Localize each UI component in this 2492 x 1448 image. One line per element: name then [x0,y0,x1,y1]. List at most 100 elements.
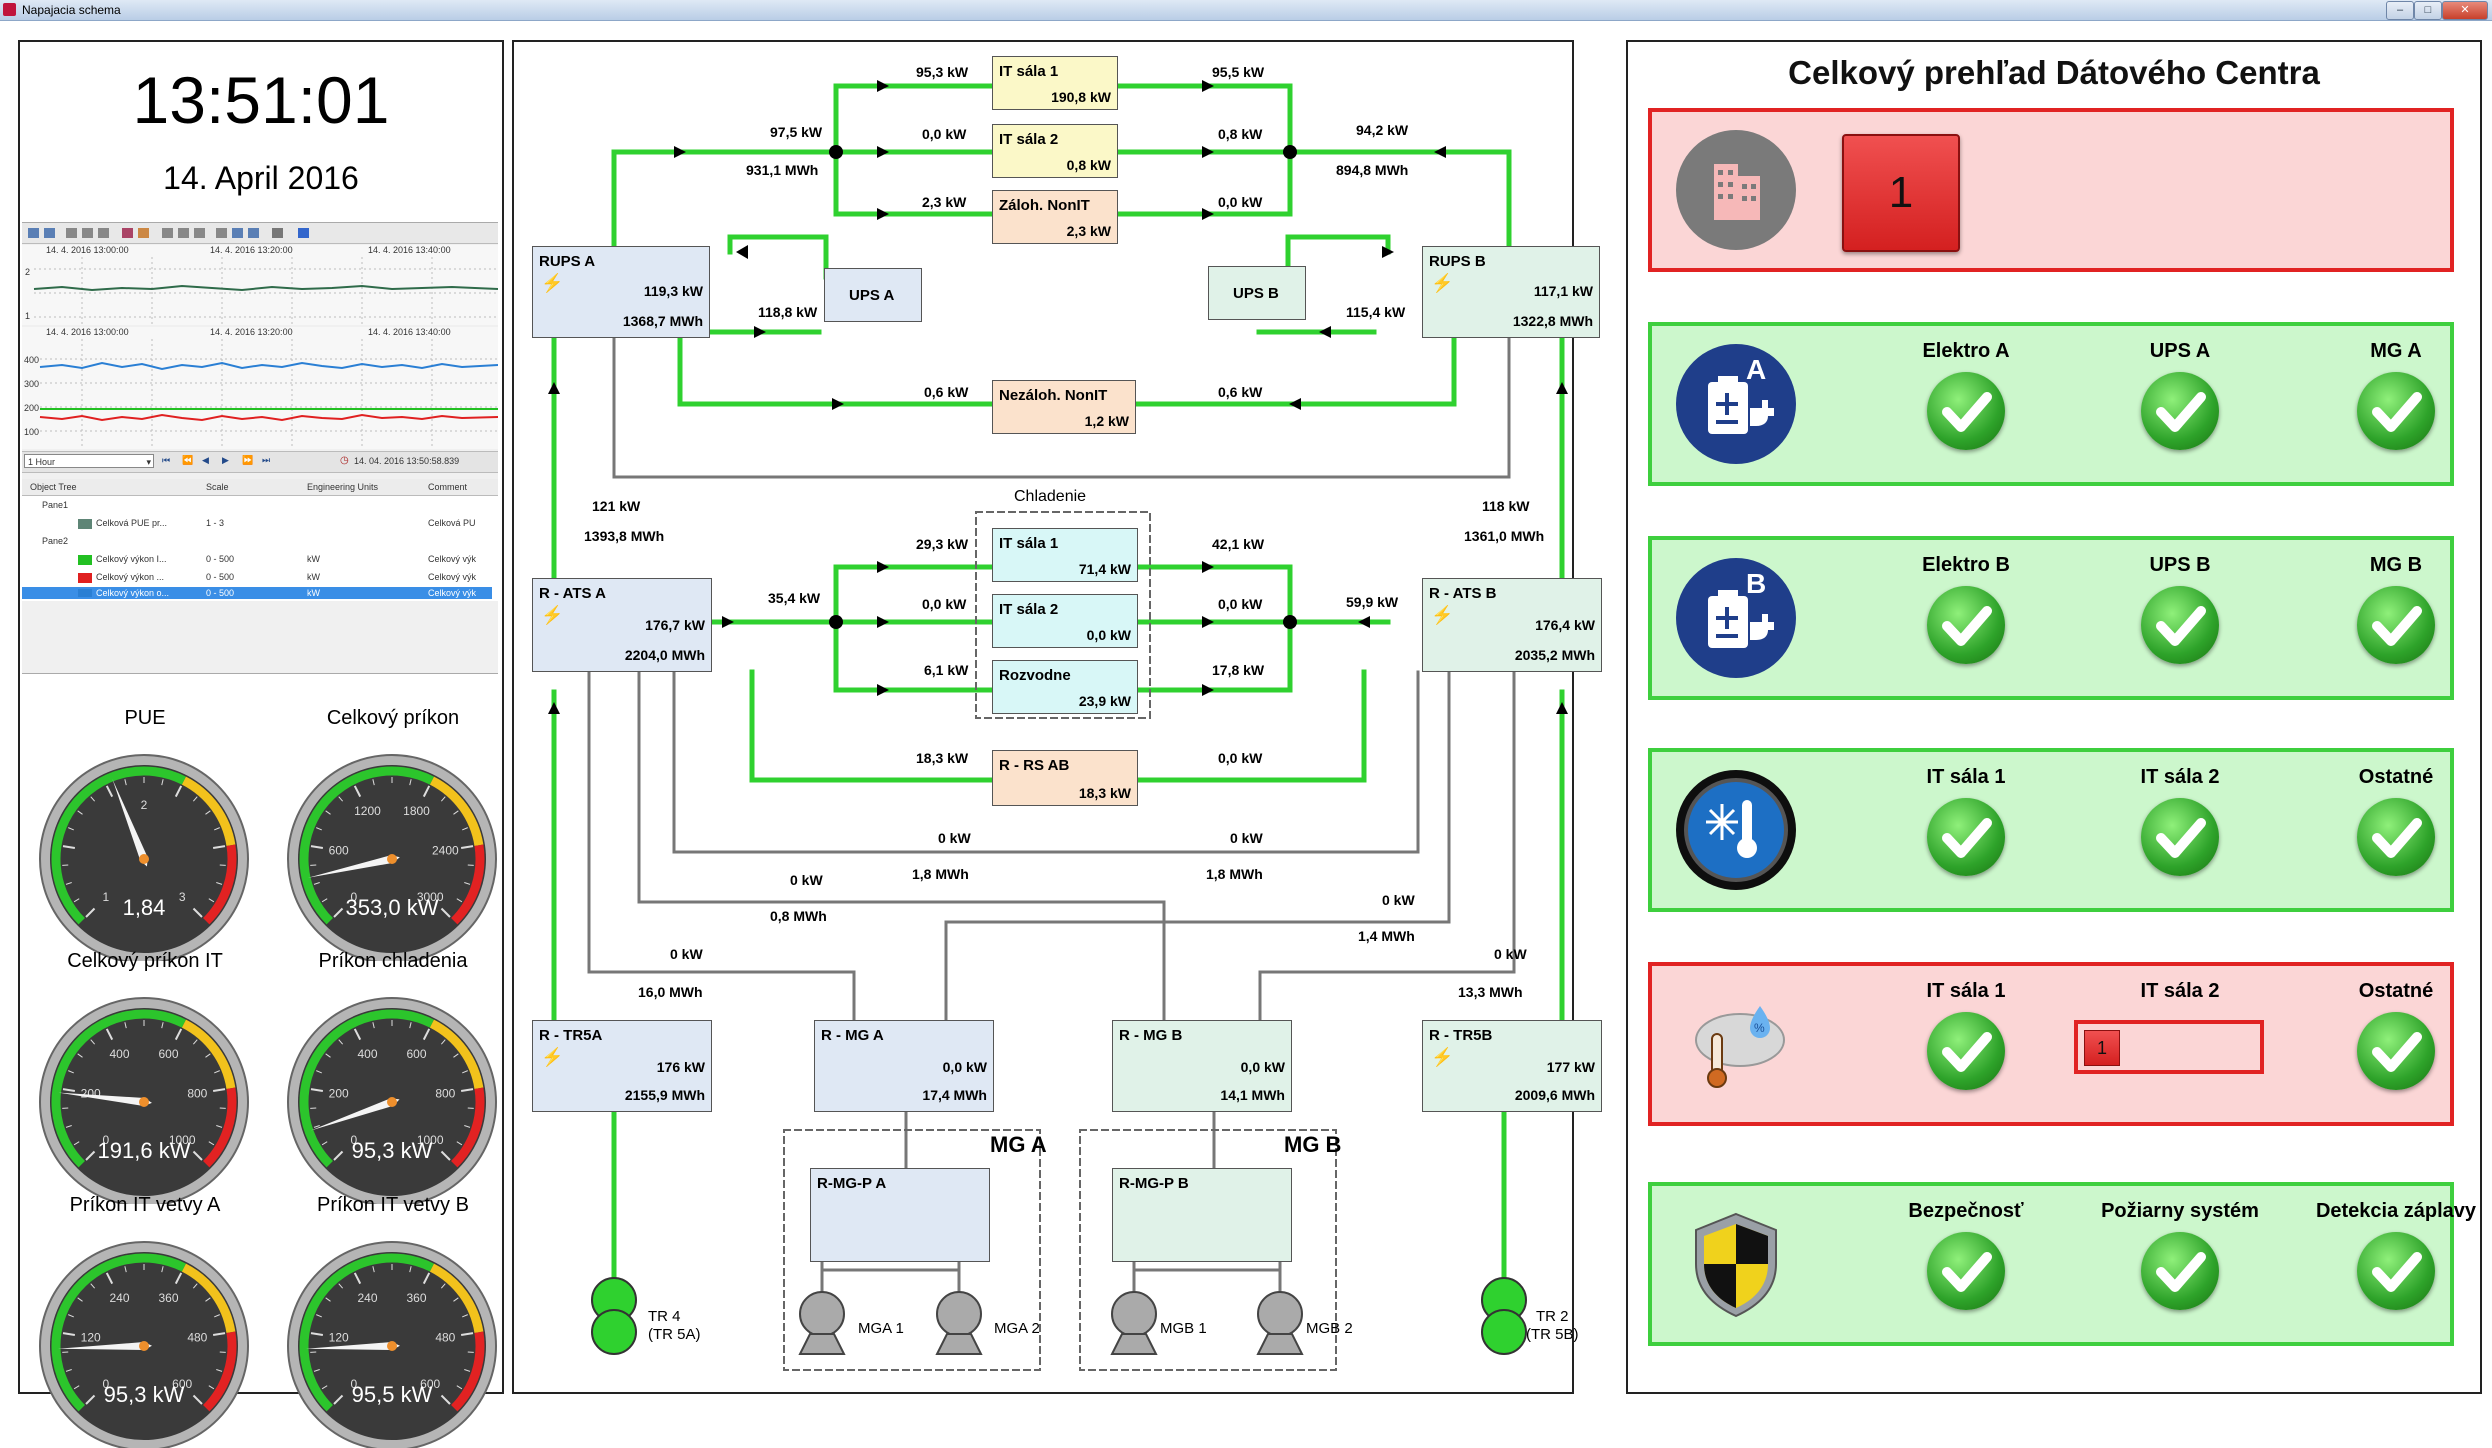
node-nezaloh-nonit[interactable]: Nezáloh. NonIT 1,2 kW [992,380,1136,434]
trend-nav-bar: 1 Hour ▾ ⏮ ⏪ ◀ ▶ ⏩ ⏭ ◷ 14. 04. 2016 13:5… [22,451,498,473]
node-name: Zálo­h. NonIT [999,197,1090,214]
tree-row[interactable]: Pane1 [22,497,492,515]
node-it-sala-2-cooling[interactable]: IT sála 2 0,0 kW [992,594,1138,648]
node-name: IT sála 2 [999,131,1058,148]
alarm-indicator[interactable]: 1 [2074,1020,2264,1074]
node-energy: 2155,9 MWh [625,1087,705,1103]
node-ats-a[interactable]: R - ATS A ⚡ 176,7 kW 2204,0 MWh [532,578,712,672]
tree-row-name: Celková PUE pr... [96,518,167,528]
fast-forward-icon[interactable]: ⏩ [242,455,253,466]
tree-header-scale: Scale [206,482,229,492]
flow-label: 0,0 kW [1218,750,1262,766]
gauge-tick-label: 800 [435,1087,455,1101]
step-forward-icon[interactable]: ▶ [222,455,229,466]
temperature-icon [1676,770,1796,890]
status-ok-check-icon [2141,372,2219,450]
tree-header-comment: Comment [428,482,467,492]
status-ok-check-icon [1927,1232,2005,1310]
cursor-time: 14. 04. 2016 13:50:58.839 [354,456,459,466]
power-bolt-icon: ⚡ [541,273,563,294]
minimize-button[interactable]: – [2386,1,2414,20]
node-name: R-MG-P B [1119,1175,1189,1192]
close-button[interactable]: ✕ [2442,1,2488,20]
clock-icon: ◷ [340,455,349,466]
node-it-sala-1-cooling[interactable]: IT sála 1 71,4 kW [992,528,1138,582]
tree-row[interactable]: Pane2 [22,533,492,551]
node-ups-a[interactable]: UPS A [824,268,922,322]
node-ups-b[interactable]: UPS B [1208,266,1306,320]
status-ok-check-icon [2357,798,2435,876]
node-ats-b[interactable]: R - ATS B ⚡ 176,4 kW 2035,2 MWh [1422,578,1602,672]
gauge-title: PUE [30,707,260,730]
last-page-icon[interactable]: ⏭ [262,455,270,466]
tree-row-scale: 1 - 3 [206,518,224,528]
power-bolt-icon: ⚡ [1431,1047,1453,1068]
tree-row-name: Celkový výkon ... [96,572,164,582]
badge-letter: A [1746,354,1766,386]
flow-label: 0,8 MWh [770,908,827,924]
gauge-tick-label: 120 [81,1331,101,1345]
node-name: R - ATS A [539,585,606,602]
tree-row-selected[interactable]: Celkový výkon o... 0 - 500 kW Celkový vý… [22,587,492,599]
node-name: UPS A [849,287,894,304]
motor-mga1-label: MGA 1 [858,1320,904,1337]
status-ok-check-icon [2141,1232,2219,1310]
maximize-button[interactable]: □ [2414,1,2442,20]
node-name: R - MG B [1119,1027,1182,1044]
tree-row[interactable]: Celková PUE pr... 1 - 3 Celková PU [22,515,492,533]
tree-row[interactable]: Celkový výkon I... 0 - 500 kW Celkový vý… [22,551,492,569]
mg-a-group-label: MG A [990,1132,1047,1158]
node-power: 0,0 kW [1241,1059,1285,1075]
time-range-select[interactable]: 1 Hour ▾ [24,454,154,468]
object-tree: Object Tree Scale Engineering Units Comm… [22,479,498,601]
node-tr5a[interactable]: R - TR5A ⚡ 176 kW 2155,9 MWh [532,1020,712,1112]
flow-label: 94,2 kW [1356,122,1408,138]
node-mg-a[interactable]: R - MG A 0,0 kW 17,4 MWh [814,1020,994,1112]
alarm-counter-button[interactable]: 1 [1842,134,1960,252]
flow-label: 0 kW [790,872,823,888]
tree-row-comment: Celkový výk [428,588,476,598]
flow-label: 118,8 kW [758,304,817,320]
tree-header-units: Engineering Units [307,482,378,492]
status-ok-check-icon [1927,798,2005,876]
step-back-icon[interactable]: ◀ [202,455,209,466]
node-mg-b[interactable]: R - MG B 0,0 kW 14,1 MWh [1112,1020,1292,1112]
node-mg-p-a[interactable]: R-MG-P A [810,1168,990,1262]
node-rs-ab[interactable]: R - RS AB 18,3 kW [992,750,1138,806]
node-zaloh-nonit[interactable]: Zálo­h. NonIT 2,3 kW [992,190,1118,244]
first-page-icon[interactable]: ⏮ [162,455,170,466]
node-rups-a[interactable]: RUPS A ⚡ 119,3 kW 1368,7 MWh [532,246,710,338]
node-name: R - TR5B [1429,1027,1492,1044]
node-energy: 2009,6 MWh [1515,1087,1595,1103]
trend-viewer: 14. 4. 2016 13:00:00 14. 4. 2016 13:20:0… [22,222,498,674]
status-label: IT sála 1 [1866,980,2066,1003]
node-rozvodne[interactable]: Rozvodne 23,9 kW [992,660,1138,714]
gauge-value: 95,5 kW [352,1382,433,1407]
humidity-icon: % [1676,984,1796,1104]
flow-label: 0,0 kW [1218,194,1262,210]
node-energy: 1368,7 MWh [623,313,703,329]
tree-row-name: Celkový výkon I... [96,554,167,564]
node-it-sala-1-top[interactable]: IT sála 1 190,8 kW [992,56,1118,110]
gauge-tick-label: 1800 [403,804,430,818]
node-mg-p-b[interactable]: R-MG-P B [1112,1168,1292,1262]
trend-pane-top: 14. 4. 2016 13:00:00 14. 4. 2016 13:20:0… [22,245,498,325]
node-rups-b[interactable]: RUPS B ⚡ 117,1 kW 1322,8 MWh [1422,246,1600,338]
status-label: Elektro B [1866,554,2066,577]
status-label: IT sála 2 [2080,980,2280,1003]
tree-row[interactable]: Celkový výkon ... 0 - 500 kW Celkový výk [22,569,492,587]
status-label: UPS A [2080,340,2280,363]
series-color-swatch [78,573,92,583]
node-tr5b[interactable]: R - TR5B ⚡ 177 kW 2009,6 MWh [1422,1020,1602,1112]
gauge-title: Príkon chladenia [278,950,508,973]
status-label: IT sála 2 [2080,766,2280,789]
node-it-sala-2-top[interactable]: IT sála 2 0,8 kW [992,124,1118,178]
gauge-value: 353,0 kW [346,895,439,920]
rewind-icon[interactable]: ⏪ [182,455,193,466]
flow-label: 0 kW [670,946,703,962]
status-ok-check-icon [1927,1012,2005,1090]
mg-b-group-label: MG B [1284,1132,1341,1158]
